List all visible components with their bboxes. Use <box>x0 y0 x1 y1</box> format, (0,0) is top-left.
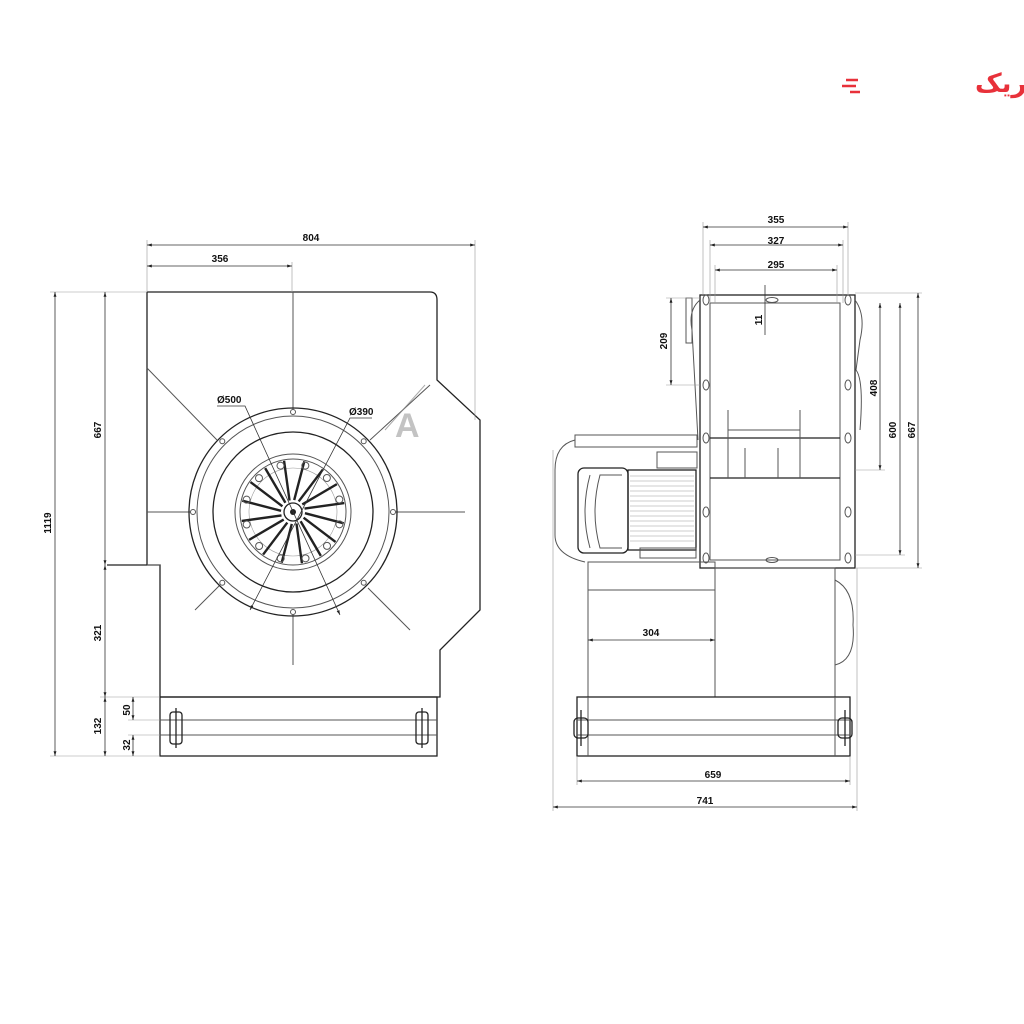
logo-text: آتاالکتریک <box>975 67 1024 99</box>
dim-overall-depth: 741 <box>697 796 714 807</box>
side-base-frame <box>576 696 851 757</box>
impeller-blade <box>299 520 322 557</box>
bolt-hole <box>390 509 396 515</box>
dim-height-408: 408 <box>869 379 880 396</box>
dim-height-600: 600 <box>888 421 899 438</box>
front-view: 804 356 1119 667 321 132 50 32 Ø500 Ø390… <box>43 233 481 757</box>
dim-hole-spacing: 209 <box>659 332 670 349</box>
flange-holes <box>702 294 852 564</box>
impeller-blade <box>297 468 324 503</box>
vibration-mount-right <box>415 708 429 748</box>
impeller-blade <box>302 516 337 543</box>
bolt-hole <box>190 509 196 515</box>
hub-hole <box>255 542 264 551</box>
hub-hole <box>322 473 331 482</box>
dim-base-width: 659 <box>705 770 722 781</box>
bolt-hole <box>219 579 226 586</box>
dim-overall-height: 1119 <box>43 512 54 534</box>
bolt-holes <box>190 409 396 615</box>
bolt-hole <box>290 409 296 415</box>
side-view: 355 327 295 11 209 408 600 667 304 659 7… <box>552 215 922 811</box>
bolt-hole <box>219 438 226 445</box>
vibration-mount-left <box>169 708 183 748</box>
impeller-blade <box>304 501 345 510</box>
dim-motor-offset: 304 <box>643 628 660 639</box>
dim-base-upper: 50 <box>122 704 133 716</box>
bolt-hole <box>360 438 367 445</box>
watermark-logo: A <box>384 384 426 445</box>
impeller-blade <box>241 514 282 523</box>
dim-lower-height: 321 <box>93 624 104 641</box>
dim-base-lower: 32 <box>122 739 133 751</box>
dim-base-height: 132 <box>93 717 104 734</box>
hub-hole <box>335 520 344 529</box>
fan-housing-outline <box>107 291 481 698</box>
impeller-blade <box>264 467 287 504</box>
terminal-box <box>656 451 698 469</box>
speed-lines-icon <box>842 78 860 94</box>
impeller-blade <box>248 518 285 541</box>
impeller-blade <box>262 521 289 556</box>
motor <box>554 434 698 563</box>
dim-slot: 11 <box>754 314 765 325</box>
dim-height-667: 667 <box>907 421 918 438</box>
impeller-blade <box>301 483 338 506</box>
dim-half-width: 356 <box>212 254 229 265</box>
base-frame <box>159 696 438 757</box>
dim-overall-width: 804 <box>303 233 320 244</box>
hub-hole <box>242 520 251 529</box>
hub-hole <box>242 495 251 504</box>
dim-flange-mid: 327 <box>768 236 785 247</box>
brand-logo: آتاالکتریک <box>842 67 1024 99</box>
side-mount-left <box>573 710 589 746</box>
watermark-text: A <box>395 407 420 445</box>
hub-hole <box>254 474 263 483</box>
bolt-hole <box>360 579 367 586</box>
bolt-hole <box>290 609 296 615</box>
dim-flange-outer: 355 <box>768 215 785 226</box>
hub-hole <box>276 461 285 470</box>
hub-hole <box>335 495 344 504</box>
impeller-blade <box>282 460 291 501</box>
impeller-blade <box>249 481 284 508</box>
side-mount-right <box>837 710 853 746</box>
inlet-cone <box>188 407 398 617</box>
dim-inner-diameter: Ø390 <box>349 407 374 418</box>
outlet-flange <box>699 294 856 569</box>
impeller-blade <box>295 523 304 564</box>
hub-hole <box>301 554 310 563</box>
dim-outer-diameter: Ø500 <box>217 395 242 406</box>
dim-upper-height: 667 <box>93 421 104 438</box>
hub-hole <box>323 541 332 550</box>
dim-flange-inner: 295 <box>768 260 785 271</box>
hub-hole <box>301 461 310 470</box>
